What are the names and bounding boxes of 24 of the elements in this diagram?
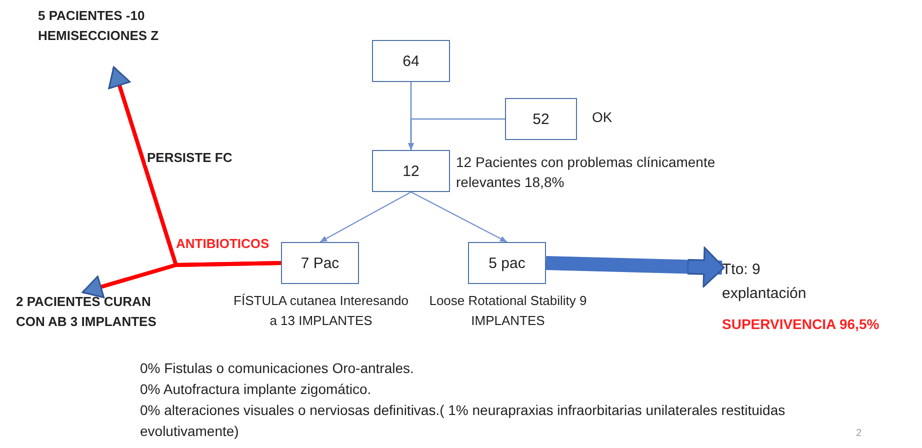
edge-label: PERSISTE FC — [146, 150, 234, 165]
process-box — [372, 40, 450, 82]
outcome-text: 2 PACIENTES CURAN CON AB 3 IMPLANTES — [16, 292, 166, 332]
box-label: 52 — [532, 110, 550, 128]
node-note: 12 Pacientes con problemas clínicamente relevantes 18,8% — [456, 153, 716, 192]
arrow — [408, 118, 505, 150]
block-arrow — [82, 261, 282, 298]
arrow — [320, 192, 412, 242]
box-label: 12 — [402, 162, 420, 180]
outcome-text: Tto: 9 explantación — [722, 260, 808, 304]
node-note: FÍSTULA cutanea Interesando a 13 IMPLANTES — [233, 292, 409, 330]
note-text: 0% alteraciones visuales o nerviosas definitivas.( 1% neurapraxias infraorbitarias unilaterales restituidas evolutivamente) — [140, 401, 786, 441]
edge-label: ANTIBIOTICOS — [175, 236, 270, 251]
note-text: 0% Fistulas o comunicaciones Oro-antrales. — [140, 359, 415, 378]
node-note: OK — [592, 108, 614, 127]
outcome-text: 5 PACIENTES -10 HEMISECCIONES Z — [38, 6, 238, 46]
box-label: 7 Pac — [300, 254, 340, 272]
box-label: 5 pac — [488, 254, 526, 272]
note-text: 0% Autofractura implante zigomático. — [140, 380, 372, 399]
arrow — [410, 192, 508, 242]
page-number: 2 — [856, 428, 863, 440]
node-note: Loose Rotational Stability 9 IMPLANTES — [429, 292, 587, 330]
survival-rate: SUPERVIVENCIA 96,5% — [722, 315, 880, 334]
box-label: 64 — [402, 52, 420, 70]
